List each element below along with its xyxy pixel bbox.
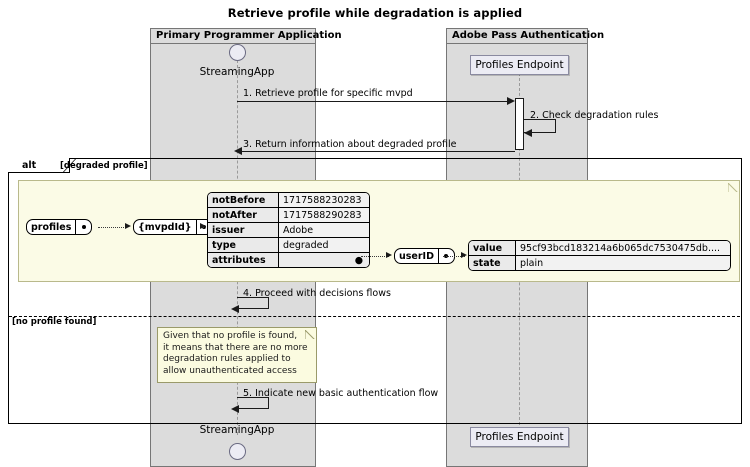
userid-value-state: plain (515, 255, 730, 270)
object-graph-panel-fold-corner (728, 180, 740, 192)
note-line-3: degradation rules applied to (163, 354, 291, 364)
object-node-userid-label: userID (399, 250, 434, 262)
profile-value-attributes-dot: ● (278, 252, 369, 267)
userid-value-value: 95cf93bcd183214a6b065dc7530475db.... (515, 241, 730, 256)
object-node-profiles-dot (75, 220, 91, 234)
alt-guard-degraded-profile: [degraded profile] (60, 161, 148, 171)
message-1-arrowhead (507, 97, 515, 105)
note-balloon-no-profile-found: Given that no profile is found, it means… (157, 327, 317, 383)
object-node-profiles-label: profiles (31, 221, 72, 233)
actor-head-icon-bottom (229, 443, 246, 460)
message-5-label: 5. Indicate new basic authentication flo… (243, 388, 439, 399)
alt-combined-fragment (8, 158, 742, 424)
message-3-line (241, 151, 515, 152)
note-fold-corner (305, 327, 317, 339)
message-4-self-bracket (237, 297, 269, 309)
message-2-label: 2. Check degradation rules (530, 110, 659, 121)
actor-label-streamingapp-top: StreamingApp (199, 66, 275, 78)
participant-profiles-endpoint-bottom[interactable]: Profiles Endpoint (470, 427, 569, 447)
message-4-label: 4. Proceed with decisions flows (243, 288, 391, 299)
table-row: issuer Adobe (208, 222, 369, 238)
profile-value-type: degraded (278, 237, 369, 253)
note-line-2: it means that there are no more (163, 342, 308, 353)
profile-key-attributes: attributes (208, 252, 279, 267)
actor-head-icon (229, 44, 246, 61)
table-row: type degraded (208, 237, 369, 253)
actor-label-streamingapp-bottom: StreamingApp (199, 424, 275, 436)
alt-guard-no-profile-found: [no profile found] (12, 317, 97, 327)
table-row: attributes ● (208, 252, 369, 267)
group-title-adobe: Adobe Pass Authentication (447, 29, 604, 44)
alt-operator-label: alt (22, 160, 37, 171)
message-2-self-bracket (524, 119, 556, 133)
message-1-label: 1. Retrieve profile for specific mvpd (243, 88, 413, 99)
link-attributes-to-userid (361, 256, 389, 257)
message-5-self-bracket (237, 397, 269, 409)
table-row: notBefore 1717588230283 (208, 193, 369, 208)
profile-key-issuer: issuer (208, 222, 279, 238)
profile-attribute-table-body: notBefore 1717588230283 notAfter 1717588… (208, 193, 369, 267)
message-3-label: 3. Return information about degraded pro… (243, 139, 457, 150)
link-mvpdid-to-profile-table-arrowhead (200, 223, 206, 229)
note-line-4: allow unauthenticated access (163, 365, 297, 376)
alt-fragment-tab-slant (62, 158, 76, 173)
group-title-primary: Primary Programmer Application (151, 29, 342, 44)
message-5-arrowhead (231, 405, 239, 413)
profile-value-issuer: Adobe (278, 222, 369, 238)
table-row: state plain (469, 255, 730, 270)
note-line-1: Given that no profile is found, (163, 331, 298, 341)
link-profiles-to-mvpdid-arrowhead (125, 223, 131, 229)
profile-value-notafter: 1717588290283 (278, 207, 369, 223)
link-attributes-to-userid-arrowhead (386, 252, 392, 258)
message-1-line (237, 101, 509, 102)
userid-key-state: state (469, 255, 516, 270)
message-4-arrowhead (231, 305, 239, 313)
message-3-arrowhead (234, 147, 242, 155)
profile-key-type: type (208, 237, 279, 253)
profile-attribute-table: notBefore 1717588230283 notAfter 1717588… (207, 192, 370, 268)
userid-key-value: value (469, 241, 516, 256)
table-row: value 95cf93bcd183214a6b065dc7530475db..… (469, 241, 730, 256)
alt-operand-divider (9, 316, 740, 317)
link-userid-to-userid-table-arrowhead (461, 252, 467, 258)
link-profiles-to-mvpdid (98, 227, 126, 228)
object-node-mvpdid-label: {mvpdId} (138, 221, 192, 233)
profile-value-notbefore: 1717588230283 (278, 193, 369, 208)
page-title: Retrieve profile while degradation is ap… (227, 6, 523, 20)
table-row: notAfter 1717588290283 (208, 207, 369, 223)
userid-attribute-table-body: value 95cf93bcd183214a6b065dc7530475db..… (469, 241, 730, 270)
message-2-arrowhead (524, 129, 532, 137)
profile-key-notbefore: notBefore (208, 193, 279, 208)
object-node-profiles[interactable]: profiles (26, 219, 93, 235)
activation-bar-profiles-endpoint (515, 98, 524, 150)
link-userid-to-userid-table (443, 256, 465, 257)
participant-profiles-endpoint-top[interactable]: Profiles Endpoint (470, 55, 569, 75)
userid-attribute-table: value 95cf93bcd183214a6b065dc7530475db..… (468, 240, 731, 271)
profile-key-notafter: notAfter (208, 207, 279, 223)
